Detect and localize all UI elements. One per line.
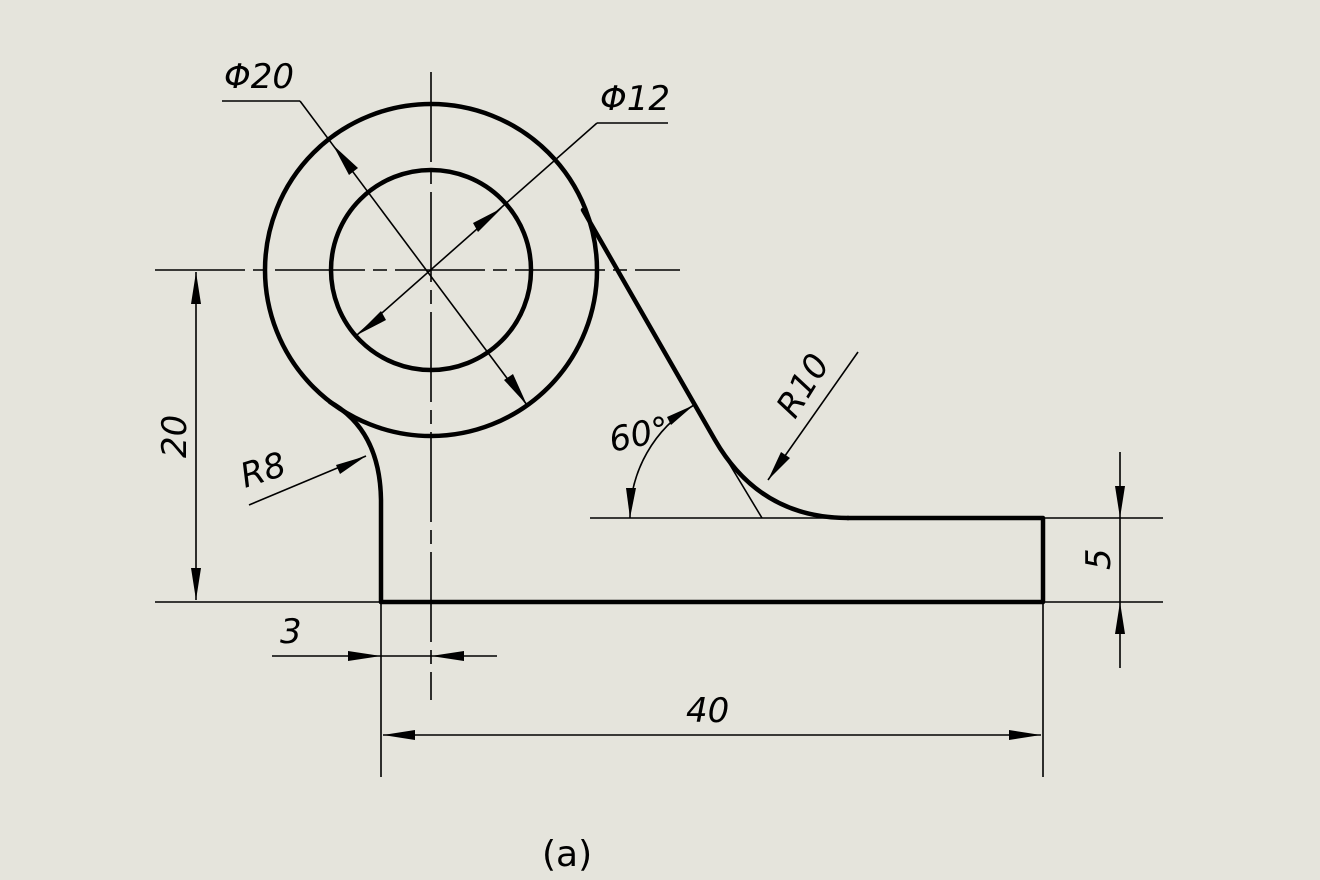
offset-label: 3 xyxy=(280,612,302,652)
phi20-arrow-top xyxy=(333,145,358,175)
angle-arrow-bottom xyxy=(626,488,636,518)
height-arrow-bottom xyxy=(191,568,201,600)
length-arrow-right xyxy=(1009,730,1041,740)
r8-label: R8 xyxy=(235,445,290,497)
phi12-arrow-top xyxy=(473,208,502,232)
angle-label: 60° xyxy=(606,409,673,461)
angle-arrow-top xyxy=(667,405,694,425)
length-label: 40 xyxy=(686,691,729,731)
thickness-arrow-top xyxy=(1115,486,1125,518)
length-arrow-left xyxy=(383,730,415,740)
thickness-arrow-bottom xyxy=(1115,602,1125,634)
r10-label: R10 xyxy=(769,347,838,425)
r10-arrow xyxy=(768,452,790,480)
angle-extension-line xyxy=(714,439,763,519)
base-plate-outline xyxy=(378,515,1046,605)
inner-circle xyxy=(328,167,534,373)
phi20-arrow-bottom xyxy=(504,374,527,405)
thickness-label: 5 xyxy=(1079,548,1119,570)
offset-arrow-left xyxy=(348,651,381,661)
r8-arrow xyxy=(336,456,366,474)
figure-caption: (a) xyxy=(542,834,592,875)
height-arrow-top xyxy=(191,272,201,304)
offset-arrow-right xyxy=(431,651,464,661)
phi12-arrow-bottom xyxy=(357,311,386,335)
phi20-label: Φ20 xyxy=(224,57,294,97)
phi12-label: Φ12 xyxy=(600,79,670,119)
outer-circle xyxy=(262,101,600,439)
left-fillet-outline xyxy=(327,399,384,605)
height-label: 20 xyxy=(155,415,195,458)
